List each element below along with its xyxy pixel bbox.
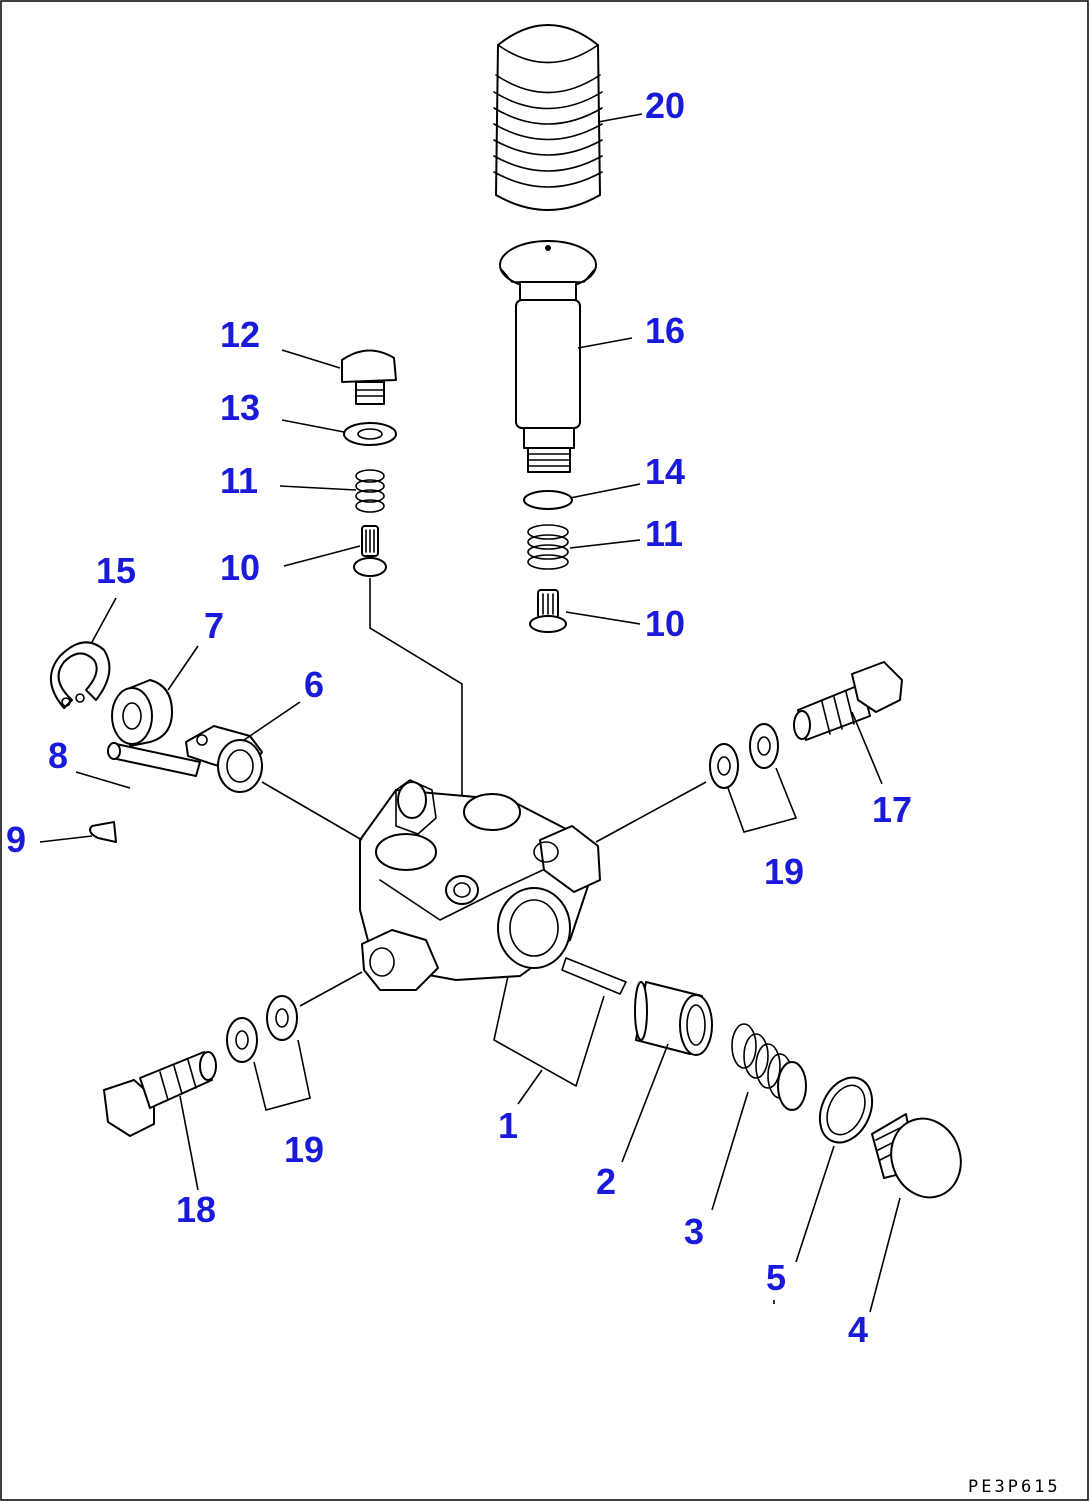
callout-2: 2 xyxy=(596,1161,616,1202)
callout-4: 4 xyxy=(848,1309,868,1350)
assembly-line-10a xyxy=(369,578,463,880)
callout-7: 7 xyxy=(204,605,224,646)
callout-11b: 11 xyxy=(645,513,683,554)
part-14-o-ring[interactable] xyxy=(523,490,573,510)
part-17-bolt[interactable] xyxy=(793,661,903,741)
assembly-line-6 xyxy=(261,781,363,841)
part-2-sleeve[interactable] xyxy=(634,981,713,1056)
callout-3: 3 xyxy=(684,1211,704,1252)
callout-15: 15 xyxy=(96,550,136,591)
callout-19b: 19 xyxy=(284,1129,324,1170)
part-4-plug[interactable] xyxy=(871,1109,972,1207)
part-1-housing[interactable] xyxy=(359,779,627,995)
callout-13: 13 xyxy=(220,387,260,428)
part-11b-spring[interactable] xyxy=(527,524,569,570)
part-10a-valve[interactable] xyxy=(353,525,387,577)
part-13-washer[interactable] xyxy=(343,422,397,446)
assembly-line-19-left xyxy=(299,971,363,1007)
part-11a-spring[interactable] xyxy=(355,469,385,513)
callout-20: 20 xyxy=(645,85,685,126)
callout-17: 17 xyxy=(872,789,912,830)
part-3-spring[interactable] xyxy=(731,1023,807,1111)
callout-6: 6 xyxy=(304,664,324,705)
callout-9: 9 xyxy=(6,819,26,860)
bracket-19-left xyxy=(253,1039,311,1111)
callout-10a: 10 xyxy=(220,547,260,588)
part-16-priming-pump[interactable] xyxy=(499,240,597,473)
part-19-washers-right[interactable] xyxy=(709,723,779,789)
callout-10b: 10 xyxy=(645,603,685,644)
callout-16: 16 xyxy=(645,310,685,351)
part-20-bellows[interactable] xyxy=(493,24,603,211)
callout-5: 5 xyxy=(766,1257,786,1298)
leader-lines xyxy=(39,113,901,1313)
drawing-code: PE3P615 xyxy=(968,1477,1061,1497)
callout-8: 8 xyxy=(48,735,68,776)
assembly-line-1 xyxy=(493,975,605,1088)
bracket-19-right xyxy=(727,767,798,833)
part-12-plug[interactable] xyxy=(341,349,397,405)
callout-11a: 11 xyxy=(220,460,258,501)
part-5-gasket[interactable] xyxy=(810,1069,882,1151)
callout-14: 14 xyxy=(645,451,685,492)
callout-18: 18 xyxy=(176,1189,216,1230)
callout-19a: 19 xyxy=(764,851,804,892)
part-18-bolt[interactable] xyxy=(103,1051,217,1137)
part-10b-valve[interactable] xyxy=(529,589,567,633)
assembly-line-19-right xyxy=(595,781,707,843)
part-9-cotter[interactable] xyxy=(89,821,117,843)
part-15-snap-ring[interactable] xyxy=(50,641,111,709)
callout-12: 12 xyxy=(220,314,260,355)
callout-labels: 20 16 12 13 11 10 14 11 10 15 7 6 8 9 17… xyxy=(6,85,912,1350)
part-19-washers-left[interactable] xyxy=(226,995,298,1063)
callout-1: 1 xyxy=(498,1105,518,1146)
part-8-pin[interactable] xyxy=(107,742,201,777)
part-7-collar[interactable] xyxy=(111,679,173,747)
part-6-connector[interactable] xyxy=(185,725,263,793)
